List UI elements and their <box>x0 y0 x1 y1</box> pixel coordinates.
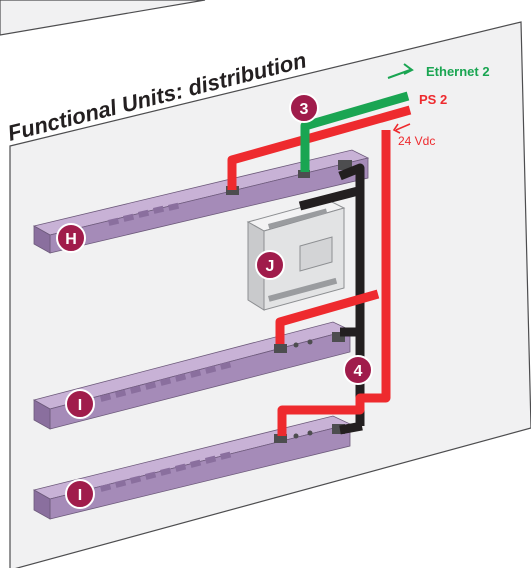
module-i-lower-port-right <box>332 424 345 434</box>
module-i-upper-slots <box>100 361 232 402</box>
power-cable-drop <box>277 130 391 436</box>
power-cable-upper-branch <box>275 289 380 344</box>
svg-text:H: H <box>65 231 77 248</box>
svg-text:I: I <box>78 487 82 504</box>
module-h-port-ethernet <box>298 170 310 178</box>
module-h-slots <box>108 202 180 226</box>
module-h <box>32 149 370 254</box>
power-cable <box>227 105 412 190</box>
panel-top-strip <box>0 0 206 36</box>
module-i-upper-led <box>293 342 299 348</box>
module-i-lower-port-left <box>274 434 287 443</box>
device-j-screen <box>299 236 333 272</box>
svg-text:3: 3 <box>300 101 309 118</box>
module-i-lower-led <box>307 430 313 436</box>
device-j-terminals <box>268 208 338 302</box>
ps-label: PS 2 <box>419 92 447 107</box>
marker-h: H <box>56 223 86 253</box>
marker-i-upper: I <box>65 389 95 419</box>
ethernet-label: Ethernet 2 <box>426 64 490 79</box>
marker-3: 3 <box>289 93 319 123</box>
voltage-arrow-icon <box>392 123 411 134</box>
svg-text:I: I <box>78 397 82 414</box>
device-j <box>246 199 346 311</box>
ethernet-cable <box>300 91 410 172</box>
marker-4: 4 <box>343 355 373 385</box>
bus-cable <box>298 163 365 435</box>
marker-j: J <box>255 250 285 280</box>
module-h-port-left <box>226 186 239 195</box>
marker-i-lower: I <box>65 479 95 509</box>
ethernet-arrow-icon <box>387 63 414 79</box>
svg-text:4: 4 <box>354 363 363 380</box>
module-i-upper-led <box>307 339 313 345</box>
module-i-upper-port-left <box>274 344 287 353</box>
module-i-lower-led <box>293 433 299 439</box>
svg-text:J: J <box>266 258 275 275</box>
module-i-upper-port-right <box>332 332 345 342</box>
module-i-lower <box>32 415 352 520</box>
module-i-lower-slots <box>99 451 232 492</box>
module-h-port-right <box>338 160 352 170</box>
voltage-label: 24 Vdc <box>398 134 435 148</box>
